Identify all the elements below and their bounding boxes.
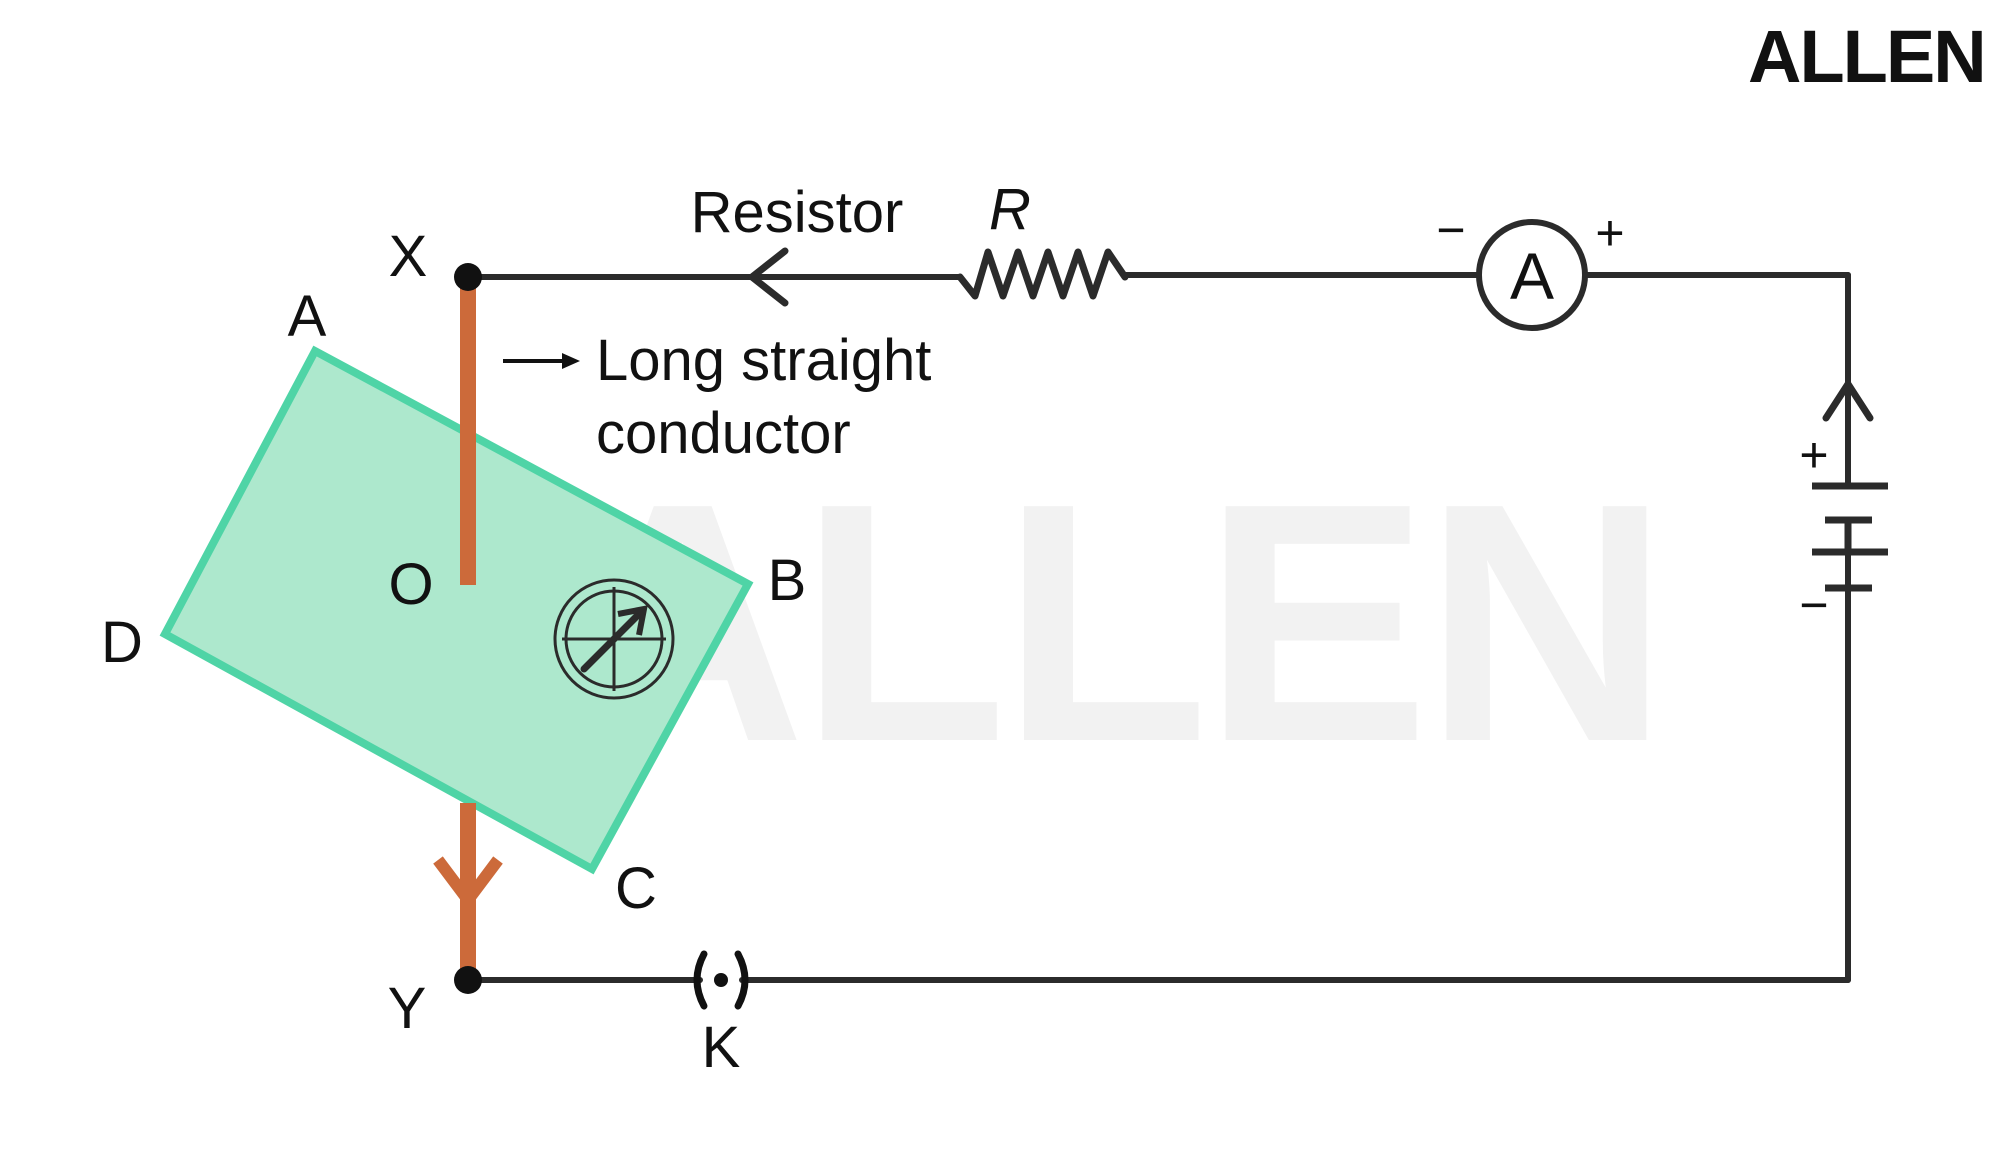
label-d: D (101, 610, 143, 675)
key-icon (693, 950, 749, 1010)
ammeter-plus-sign: + (1595, 205, 1624, 261)
terminal-x (454, 263, 482, 291)
label-k: K (702, 1015, 741, 1080)
label-y: Y (388, 976, 427, 1041)
battery-icon (1812, 482, 1888, 592)
label-o: O (388, 552, 433, 617)
resistor-label: Resistor (691, 180, 904, 245)
cardboard-abcd (159, 345, 754, 875)
allen-logo: ALLEN (1748, 15, 1985, 98)
current-arrow-right (1822, 380, 1874, 422)
current-arrow-top (748, 247, 789, 307)
ammeter-icon: A (1476, 219, 1588, 331)
ammeter-minus-sign: − (1436, 202, 1465, 258)
current-arrow-conductor (433, 856, 503, 910)
label-b: B (768, 548, 807, 613)
conductor-label-line2: conductor (596, 401, 851, 466)
battery-plus-sign: + (1799, 427, 1828, 483)
label-c: C (615, 856, 657, 921)
ammeter-label: A (1510, 239, 1554, 313)
compass-icon (553, 578, 675, 700)
resistance-symbol: R (989, 177, 1031, 242)
resistor-icon (956, 248, 1129, 300)
conductor-pointer-arrow (503, 353, 580, 369)
label-x: X (389, 224, 428, 289)
watermark: ALLEN (560, 433, 1663, 813)
terminal-y (454, 966, 482, 994)
battery-minus-sign: − (1799, 577, 1828, 633)
label-a: A (288, 284, 327, 349)
conductor-label-line1: Long straight (596, 328, 931, 393)
circuit-wires (465, 272, 1851, 983)
